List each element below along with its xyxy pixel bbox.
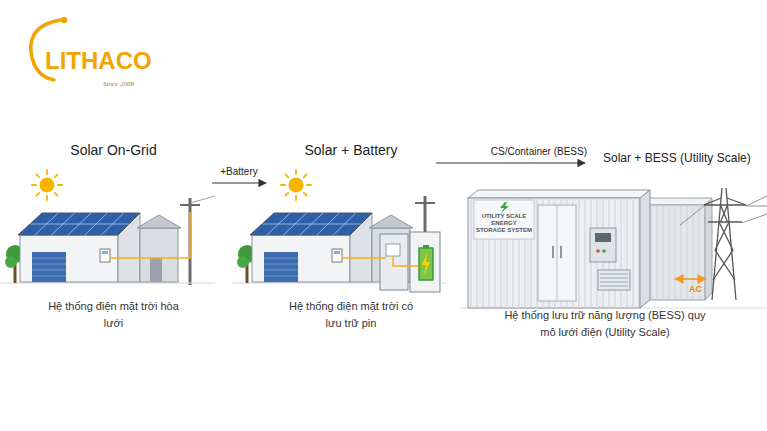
arrow-label: +Battery <box>218 165 260 178</box>
flow-arrow <box>212 182 266 183</box>
stage-caption: Hệ thống điện mặt trời hòa lưới <box>44 298 184 332</box>
stage-title: Solar + Battery <box>266 140 436 160</box>
stage-title: Solar On-Grid <box>15 140 212 160</box>
stage-panel: Solar On-Grid Hệ thống điện mặt trời hòa … <box>15 140 212 335</box>
stage-caption: Hệ thống lưu trữ năng lượng (BESS) quy m… <box>500 307 710 341</box>
logo-tagline: Since 2008 <box>103 80 134 88</box>
logo-text: LITHACO <box>45 46 152 75</box>
arrow-label: CS/Container (BESS) <box>489 145 589 158</box>
stage-panel: Solar + BESS (Utility Scale)Hệ thống lưu… <box>585 148 765 338</box>
stage-caption: Hệ thống điện mặt trời có lưu trữ pin <box>281 298 421 332</box>
ac-label: AC <box>689 284 702 295</box>
container-label: UTILITY SCALE ENERGY STORAGE SYSTEM <box>476 213 532 234</box>
stage-panel: Solar + Battery Hệ thống điện mặt trời có… <box>266 140 436 335</box>
stage-title: Solar + BESS (Utility Scale) <box>585 148 765 168</box>
flow-arrow <box>436 162 585 163</box>
